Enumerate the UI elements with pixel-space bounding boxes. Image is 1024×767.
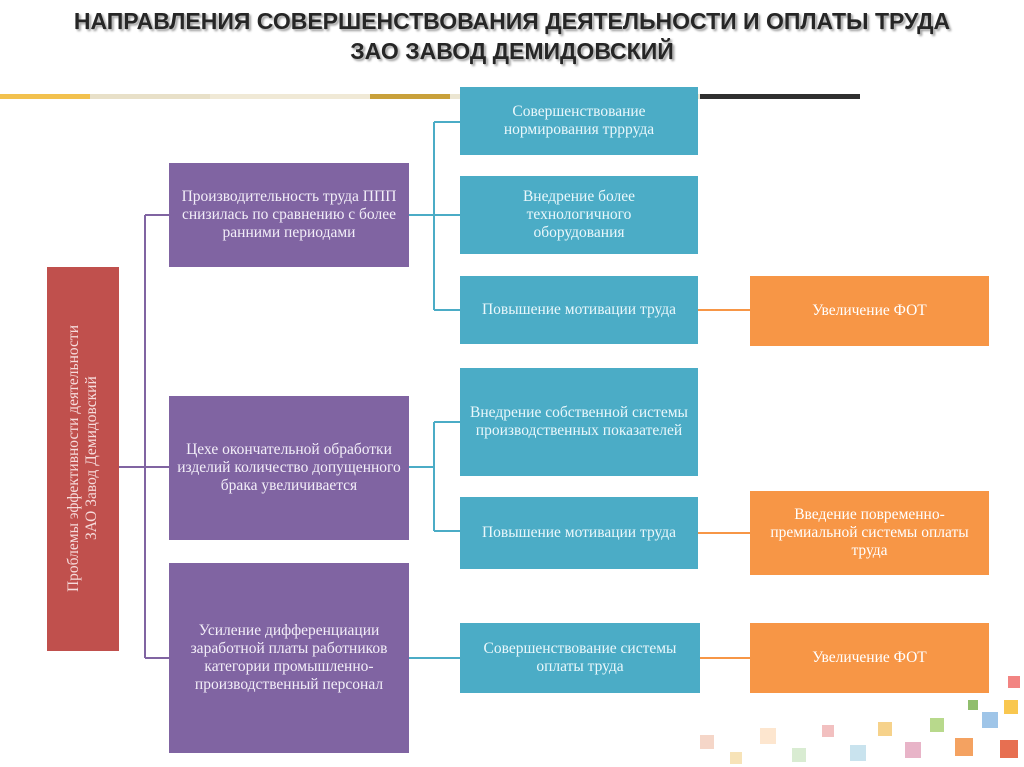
direction-box-1: Совершенствование нормирования тррруда bbox=[460, 87, 698, 155]
connector-problem2-directions bbox=[409, 421, 460, 532]
root-problems-label-line-1: Проблемы эффективности деятельности bbox=[65, 325, 82, 593]
root-problems-label-line-2: ЗАО Завод Демидовский bbox=[83, 377, 100, 541]
measure-box-1: Увеличение ФОТ bbox=[750, 276, 989, 346]
measure-box-3: Увеличение ФОТ bbox=[750, 623, 989, 693]
connector-root-problems bbox=[119, 214, 169, 659]
direction-box-4: Внедрение собственной системы производст… bbox=[460, 368, 698, 476]
direction-box-3: Повышение мотивации труда bbox=[460, 276, 698, 344]
root-problems-box: Проблемы эффективности деятельности ЗАО … bbox=[47, 267, 119, 651]
page-title: НАПРАВЛЕНИЯ СОВЕРШЕНСТВОВАНИЯ ДЕЯТЕЛЬНОС… bbox=[0, 6, 1024, 66]
page-title-line-2: ЗАО ЗАВОД ДЕМИДОВСКИЙ bbox=[350, 38, 674, 64]
measure-box-2: Введение повременно-премиальной системы … bbox=[750, 491, 989, 575]
connector-problem1-directions bbox=[409, 121, 460, 311]
direction-box-5: Повышение мотивации труда bbox=[460, 497, 698, 569]
problem-box-2: Цехе окончательной обработки изделий кол… bbox=[169, 396, 409, 540]
direction-box-2: Внедрение более технологичного оборудова… bbox=[460, 176, 698, 254]
direction-box-6: Совершенствование системы оплаты труда bbox=[460, 623, 700, 693]
problem-box-3: Усиление дифференциации заработной платы… bbox=[169, 563, 409, 753]
page-title-line-1: НАПРАВЛЕНИЯ СОВЕРШЕНСТВОВАНИЯ ДЕЯТЕЛЬНОС… bbox=[73, 8, 951, 34]
problem-box-1: Производительность труда ППП снизилась п… bbox=[169, 163, 409, 267]
